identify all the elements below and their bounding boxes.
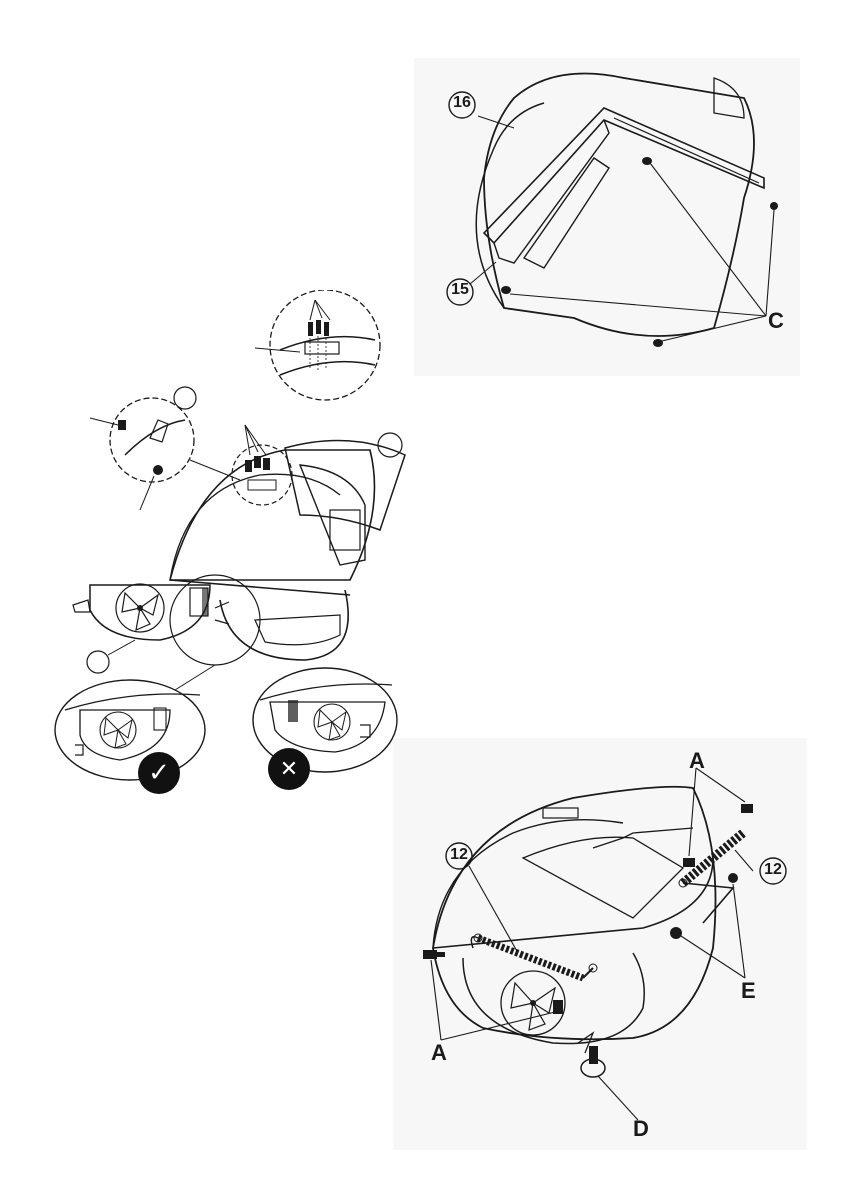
callout-screw-c: C [768, 308, 784, 334]
callout-bolt-a-bottom: A [431, 1040, 447, 1066]
check-icon: ✓ [148, 758, 170, 788]
callout-knob-d: D [633, 1116, 649, 1142]
bolts-a [423, 804, 753, 1014]
callout-handle-right: 12 [760, 861, 786, 879]
callout-bolt-a-top: A [689, 748, 705, 774]
callout-part-16: 16 [449, 94, 475, 112]
figure-top-panel: 16 15 C [414, 58, 800, 376]
callout-nut-e: E [741, 978, 756, 1004]
correct-badge: ✓ [138, 752, 180, 794]
cross-icon: ✕ [280, 757, 298, 782]
barrel-body [170, 450, 375, 660]
callout-part-15: 15 [447, 281, 473, 299]
hood-cover-piece [285, 433, 405, 530]
zoom-circle-middle [190, 425, 292, 505]
screws-c [501, 157, 778, 347]
callout-handle-left: 12 [446, 846, 472, 864]
left-exploded-figure: ✓ ✕ [40, 290, 420, 800]
screw-group-top [308, 320, 329, 370]
correct-example [55, 680, 205, 780]
handle-assembly-drawing [393, 738, 807, 1150]
figure-bottom-panel: 12 12 A A E D [393, 738, 807, 1150]
incorrect-badge: ✕ [268, 748, 310, 790]
zoom-circle-top [255, 290, 380, 400]
zoom-circle-left [90, 387, 196, 510]
barrel-hood-assembly-drawing [40, 290, 420, 800]
